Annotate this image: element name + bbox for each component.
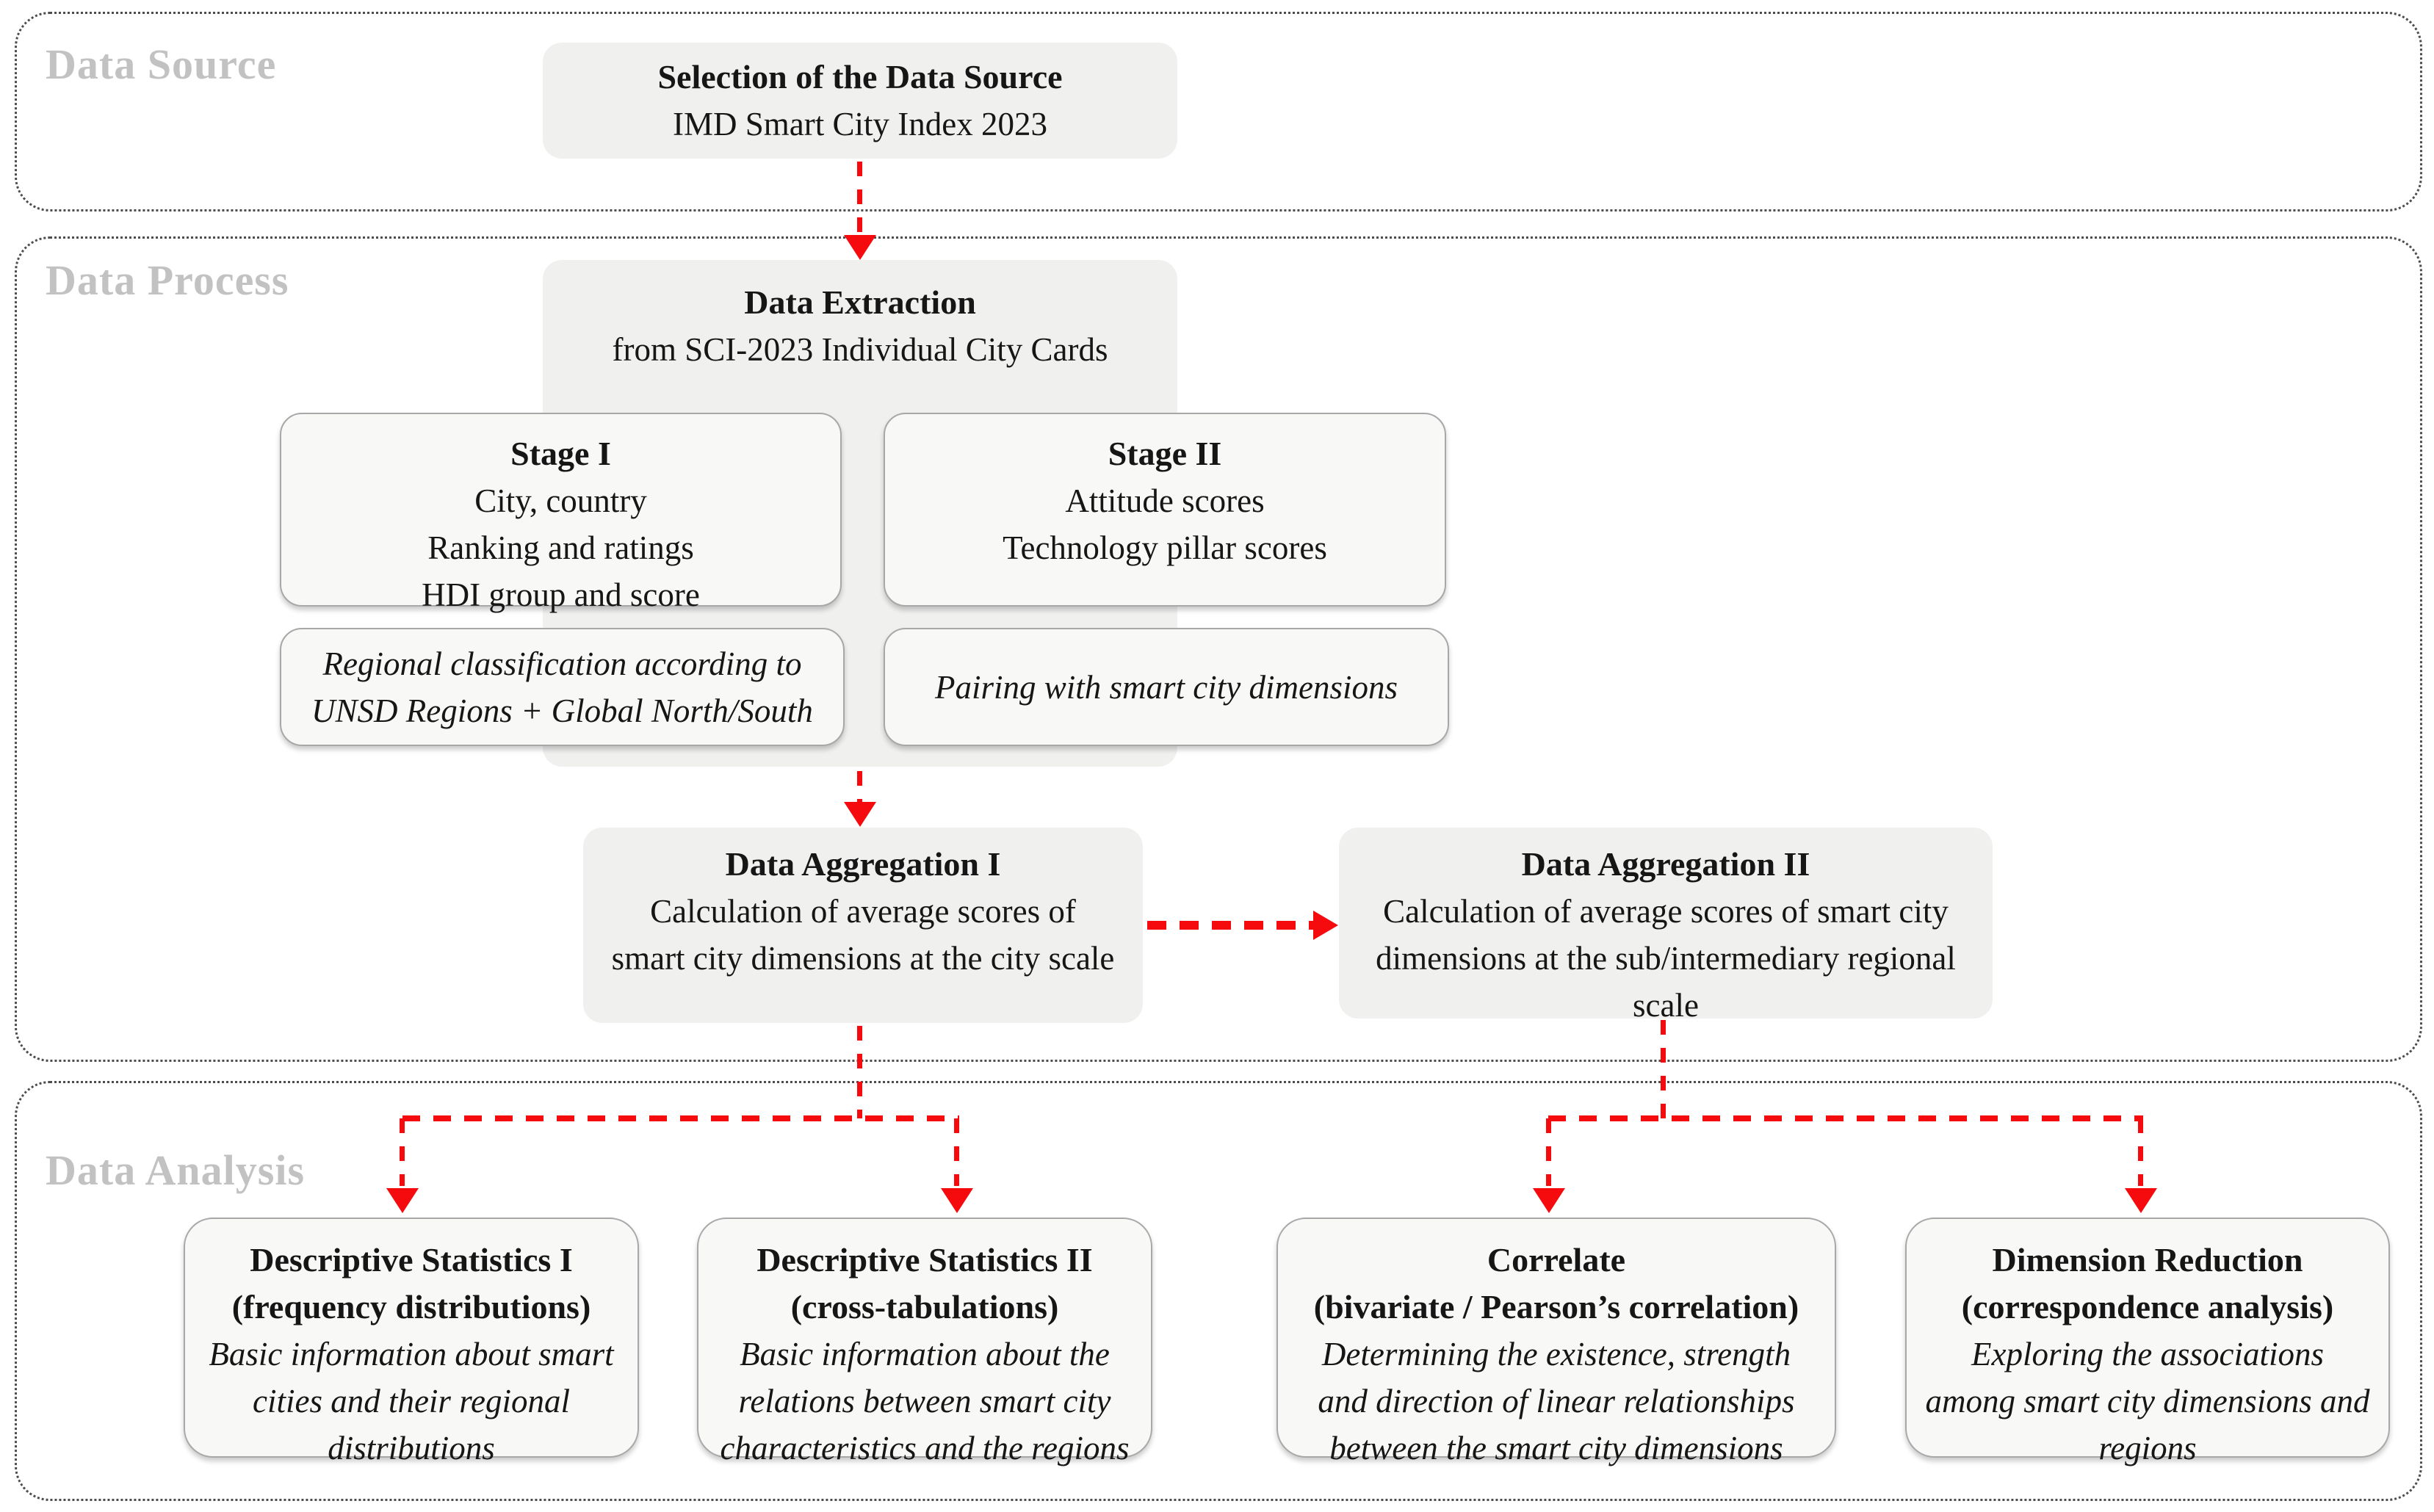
descriptive-statistics-1-subtitle: (frequency distributions) <box>231 1288 591 1325</box>
descriptive-statistics-2-title: Descriptive Statistics II <box>756 1241 1093 1278</box>
dimension-reduction-subtitle: (correspondence analysis) <box>1961 1288 2334 1325</box>
stage-2-note-box: Pairing with smart city dimensions <box>884 628 1449 746</box>
data-extraction-subtitle: from SCI-2023 Individual City Cards <box>612 331 1108 368</box>
dimension-reduction-box: Dimension Reduction (correspondence anal… <box>1905 1218 2390 1466</box>
arrow-to-descriptive-statistics-2-line <box>954 1118 959 1186</box>
stage-1-line: HDI group and score <box>422 576 700 613</box>
selection-data-source-subtitle: IMD Smart City Index 2023 <box>673 106 1047 142</box>
descriptive-statistics-1-box: Descriptive Statistics I (frequency dist… <box>184 1218 639 1466</box>
data-source-section-label: Data Source <box>46 40 277 88</box>
descriptive-statistics-1-title: Descriptive Statistics I <box>250 1241 573 1278</box>
data-aggregation-2-box: Data Aggregation II Calculation of avera… <box>1339 828 1993 1024</box>
data-source-section-frame <box>15 12 2422 211</box>
stage-2-line: Technology pillar scores <box>1003 529 1327 566</box>
arrow-to-descriptive-statistics-1-line <box>400 1118 405 1186</box>
correlate-subtitle: (bivariate / Pearson’s correlation) <box>1313 1288 1799 1325</box>
correlate-box: Correlate (bivariate / Pearson’s correla… <box>1276 1218 1836 1466</box>
descriptive-statistics-2-box: Descriptive Statistics II (cross-tabulat… <box>697 1218 1152 1466</box>
stage-2-line: Attitude scores <box>1065 482 1265 519</box>
arrow-to-dimension-reduction-head <box>2125 1188 2157 1213</box>
stage-1-line: City, country <box>474 482 647 519</box>
connector-right-branch-horizontal-line <box>1548 1115 2143 1121</box>
stage-1-line: Ranking and ratings <box>427 529 694 566</box>
arrow-aggregation1-to-aggregation2-head <box>1313 911 1338 940</box>
dimension-reduction-desc: Exploring the associations among smart c… <box>1925 1336 2370 1466</box>
data-aggregation-1-title: Data Aggregation I <box>725 845 1001 883</box>
connector-aggregation2-down-line <box>1661 1020 1666 1118</box>
data-aggregation-1-box: Data Aggregation I Calculation of averag… <box>583 828 1143 1023</box>
data-analysis-section-frame <box>15 1081 2422 1501</box>
data-aggregation-2-body: Calculation of average scores of smart c… <box>1376 893 1956 1024</box>
stage-1-box: Stage I City, country Ranking and rating… <box>280 413 842 613</box>
arrow-source-to-extraction-line <box>857 162 862 238</box>
arrow-source-to-extraction-head <box>844 235 876 260</box>
descriptive-statistics-1-desc: Basic information about smart cities and… <box>209 1336 614 1466</box>
arrow-to-correlate-line <box>1546 1118 1551 1186</box>
data-analysis-section-label: Data Analysis <box>46 1146 306 1194</box>
stage-1-title: Stage I <box>510 435 611 472</box>
arrow-to-descriptive-statistics-2-head <box>941 1188 973 1213</box>
selection-data-source-title: Selection of the Data Source <box>657 58 1063 95</box>
data-process-section-label: Data Process <box>46 256 289 304</box>
correlate-desc: Determining the existence, strength and … <box>1318 1336 1795 1466</box>
data-process-section-frame <box>15 236 2422 1062</box>
connector-left-branch-horizontal-line <box>402 1115 959 1121</box>
arrow-extraction-to-aggregation1-head <box>844 802 876 827</box>
stage-2-note-text: Pairing with smart city dimensions <box>935 668 1398 706</box>
connector-aggregation1-down-line <box>857 1026 862 1118</box>
descriptive-statistics-2-desc: Basic information about the relations be… <box>720 1336 1130 1466</box>
arrow-to-descriptive-statistics-1-head <box>386 1188 419 1213</box>
stage-2-box: Stage II Attitude scores Technology pill… <box>884 413 1446 607</box>
dimension-reduction-title: Dimension Reduction <box>1992 1241 2303 1278</box>
data-aggregation-2-title: Data Aggregation II <box>1521 845 1810 883</box>
selection-data-source-box: Selection of the Data Source IMD Smart C… <box>543 43 1177 159</box>
arrow-to-correlate-head <box>1533 1188 1565 1213</box>
correlate-title: Correlate <box>1487 1241 1626 1278</box>
stage-2-title: Stage II <box>1108 435 1222 472</box>
arrow-to-dimension-reduction-line <box>2138 1118 2143 1186</box>
arrow-aggregation1-to-aggregation2-line <box>1147 921 1315 930</box>
descriptive-statistics-2-subtitle: (cross-tabulations) <box>790 1288 1059 1325</box>
stage-1-note-text: Regional classification according to UNS… <box>311 645 813 729</box>
data-aggregation-1-body: Calculation of average scores of smart c… <box>611 893 1115 977</box>
arrow-extraction-to-aggregation1-line <box>857 771 862 803</box>
stage-1-note-box: Regional classification according to UNS… <box>280 628 845 746</box>
data-extraction-title: Data Extraction <box>744 283 976 321</box>
